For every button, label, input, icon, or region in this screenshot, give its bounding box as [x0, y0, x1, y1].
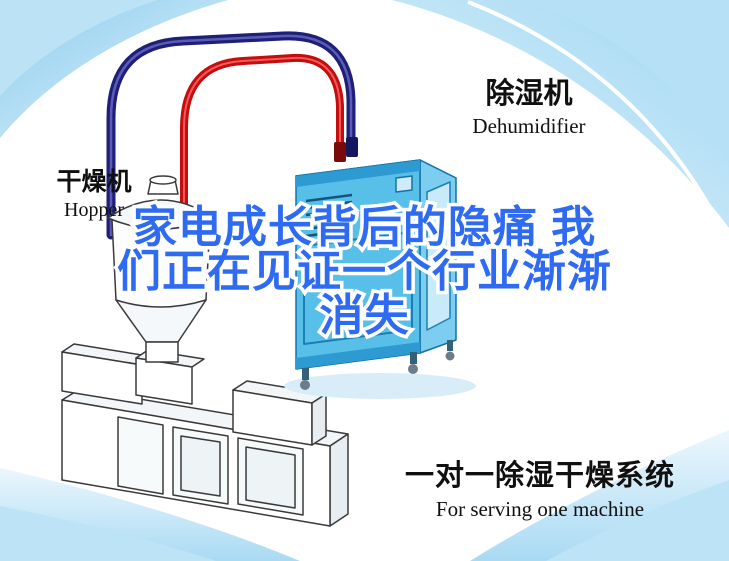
dehumidifier-unit — [284, 137, 476, 399]
hopper-label-en: Hopper — [64, 199, 124, 221]
headline-line1-outline: 家电成长背后的隐痛 我 — [129, 202, 598, 253]
headline-line1-text: 家电成长背后的隐痛 我 — [132, 203, 597, 252]
headline-line3: 消失 消失 — [22, 290, 707, 341]
footer-caption-en: For serving one machine — [435, 497, 645, 521]
hose-ports — [334, 137, 358, 162]
footer-caption: 一对一除湿干燥系统 For serving one machine — [386, 452, 694, 522]
headline-line2-outline: 们正在见证一个行业渐渐 — [114, 246, 615, 297]
dehumidifier-label-en: Dehumidifier — [472, 114, 586, 138]
dehumidifier-label-cn: 除湿机 — [485, 78, 573, 110]
headline-line2-text: 们正在见证一个行业渐渐 — [117, 247, 612, 296]
pipes — [106, 31, 356, 240]
hopper-unit — [107, 175, 215, 363]
vent-slots — [305, 193, 353, 238]
hopper-label-cn: 干燥机 — [56, 168, 132, 196]
caster-wheels — [300, 340, 455, 390]
headline: 家电成长背后的隐痛 我 家电成长背后的隐痛 我 们正在见证一个行业渐渐 们正在见… — [22, 202, 707, 341]
dehumidifier-label: 除湿机 Dehumidifier — [448, 70, 610, 139]
headline-line1: 家电成长背后的隐痛 我 家电成长背后的隐痛 我 — [22, 202, 707, 253]
headline-line3-outline: 消失 — [316, 290, 412, 341]
hopper-label: 干燥机 Hopper — [36, 162, 152, 222]
molding-machine — [61, 343, 349, 527]
footer-caption-cn: 一对一除湿干燥系统 — [404, 460, 675, 492]
headline-line2: 们正在见证一个行业渐渐 们正在见证一个行业渐渐 — [22, 246, 707, 297]
headline-line3-text: 消失 — [319, 291, 410, 340]
